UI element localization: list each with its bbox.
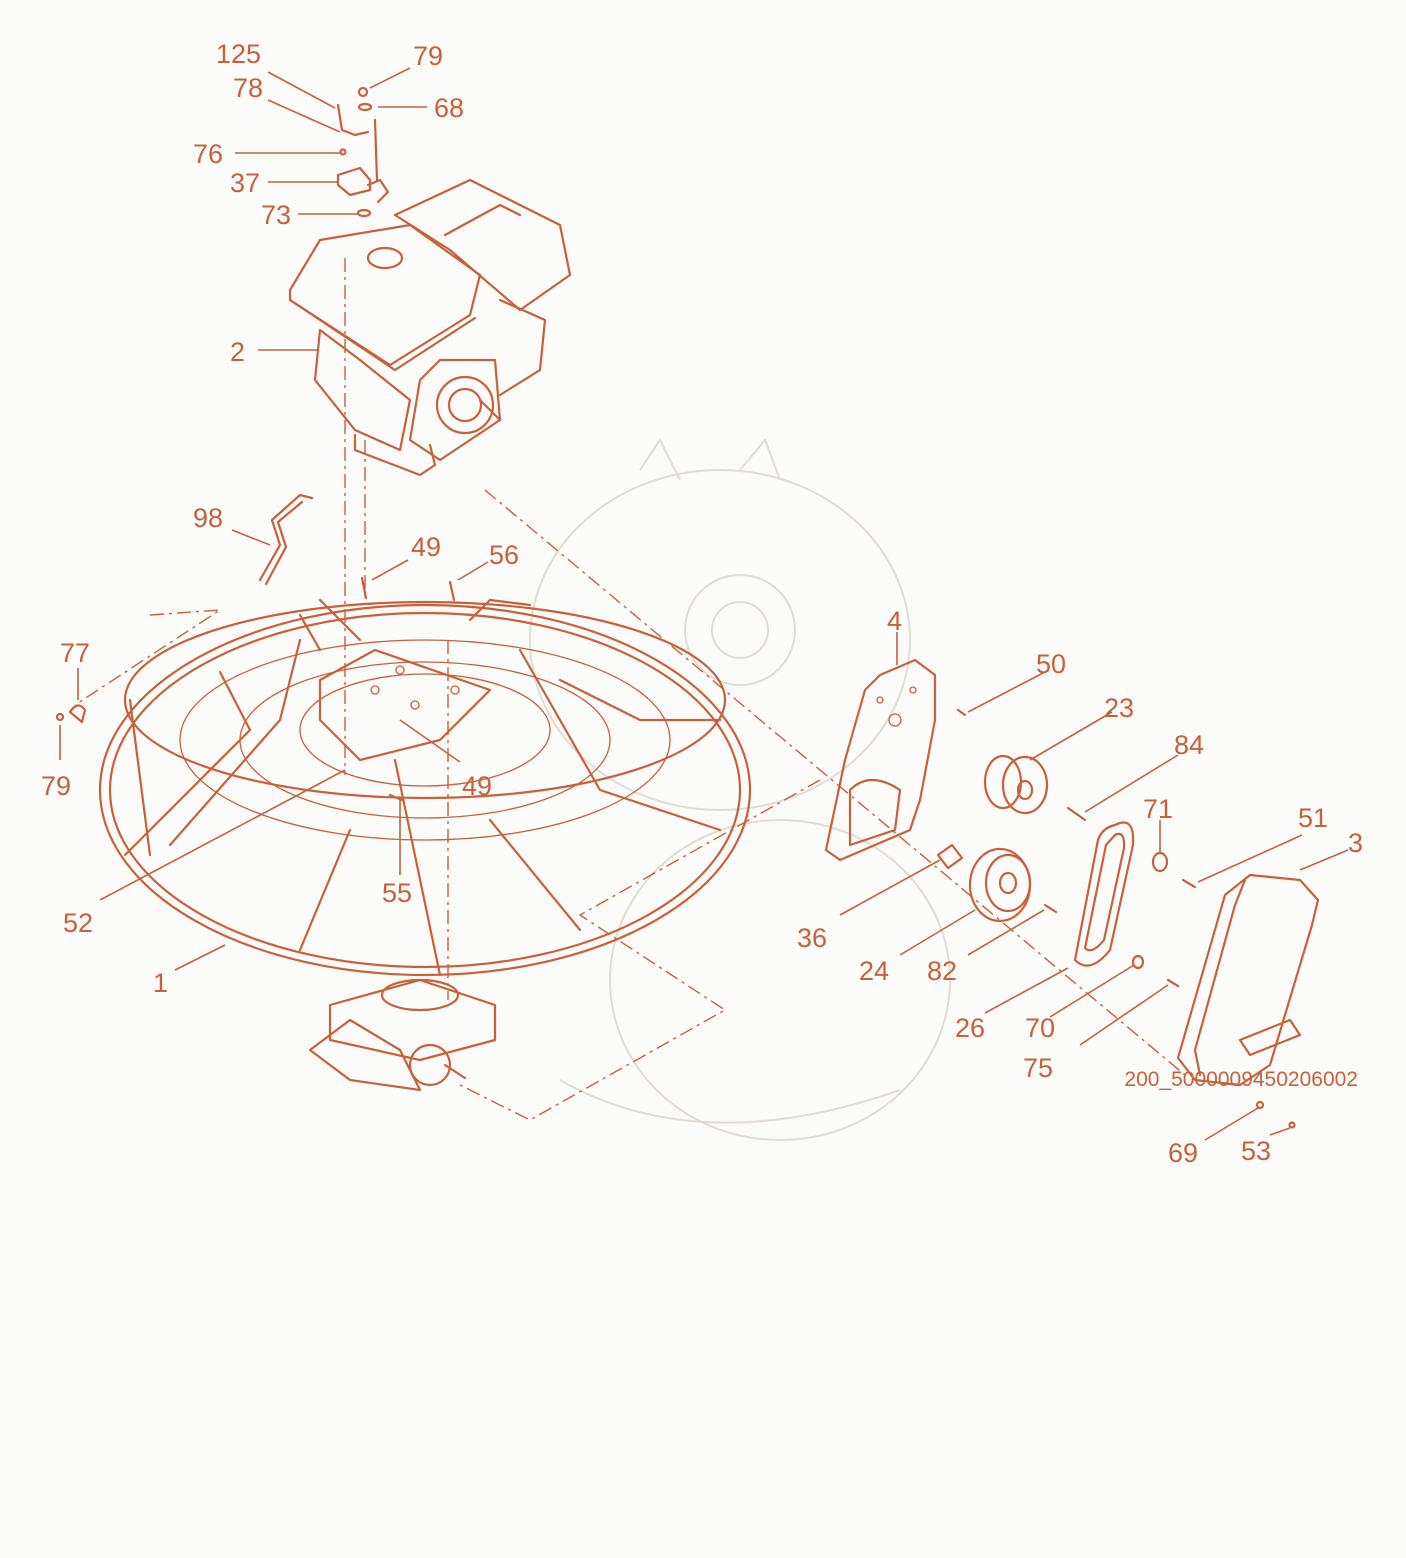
guard-ring-cage [98, 598, 752, 977]
label-49-mid: 49 [462, 771, 492, 801]
gearbox [308, 978, 497, 1092]
label-3: 3 [1348, 828, 1363, 858]
label-24: 24 [859, 956, 889, 986]
label-50: 50 [1036, 649, 1066, 679]
label-84: 84 [1174, 730, 1204, 760]
label-76: 76 [193, 139, 223, 169]
watermark-mascot [529, 438, 951, 1141]
label-26: 26 [955, 1013, 985, 1043]
part-number-labels: 125 79 78 68 76 37 73 2 98 49 56 77 79 4… [41, 39, 1363, 1168]
throttle-bracket [336, 86, 390, 218]
label-70: 70 [1025, 1013, 1055, 1043]
label-23: 23 [1104, 693, 1134, 723]
label-51: 51 [1298, 803, 1328, 833]
label-53: 53 [1241, 1136, 1271, 1166]
label-69: 69 [1168, 1138, 1198, 1168]
label-49-top: 49 [411, 532, 441, 562]
small-fasteners [55, 576, 1296, 1129]
label-1: 1 [153, 968, 168, 998]
drive-belt [1073, 821, 1135, 967]
label-36: 36 [797, 923, 827, 953]
label-73: 73 [261, 200, 291, 230]
label-82: 82 [927, 956, 957, 986]
label-78: 78 [233, 73, 263, 103]
mounting-plate [824, 658, 937, 862]
label-68: 68 [434, 93, 464, 123]
label-125: 125 [216, 39, 261, 69]
engine [288, 178, 572, 477]
label-77: 77 [60, 638, 90, 668]
spacer-and-driven-pulley [936, 843, 1032, 923]
belt-guard-cover [1176, 873, 1320, 1087]
label-55: 55 [382, 878, 412, 908]
label-71: 71 [1143, 794, 1173, 824]
label-37: 37 [230, 168, 260, 198]
engine-pulley [983, 754, 1049, 815]
label-56: 56 [489, 540, 519, 570]
lift-tube [258, 493, 314, 586]
label-79-left: 79 [41, 771, 71, 801]
label-4: 4 [887, 606, 902, 636]
label-75: 75 [1023, 1053, 1053, 1083]
assembly-center-lines [74, 258, 1186, 1121]
label-79-top: 79 [413, 41, 443, 71]
label-98: 98 [193, 503, 223, 533]
leader-lines [59, 67, 1349, 1141]
diagram-reference-code: 200_5000009450206002 [1124, 1068, 1358, 1091]
label-2: 2 [230, 337, 245, 367]
label-52: 52 [63, 908, 93, 938]
